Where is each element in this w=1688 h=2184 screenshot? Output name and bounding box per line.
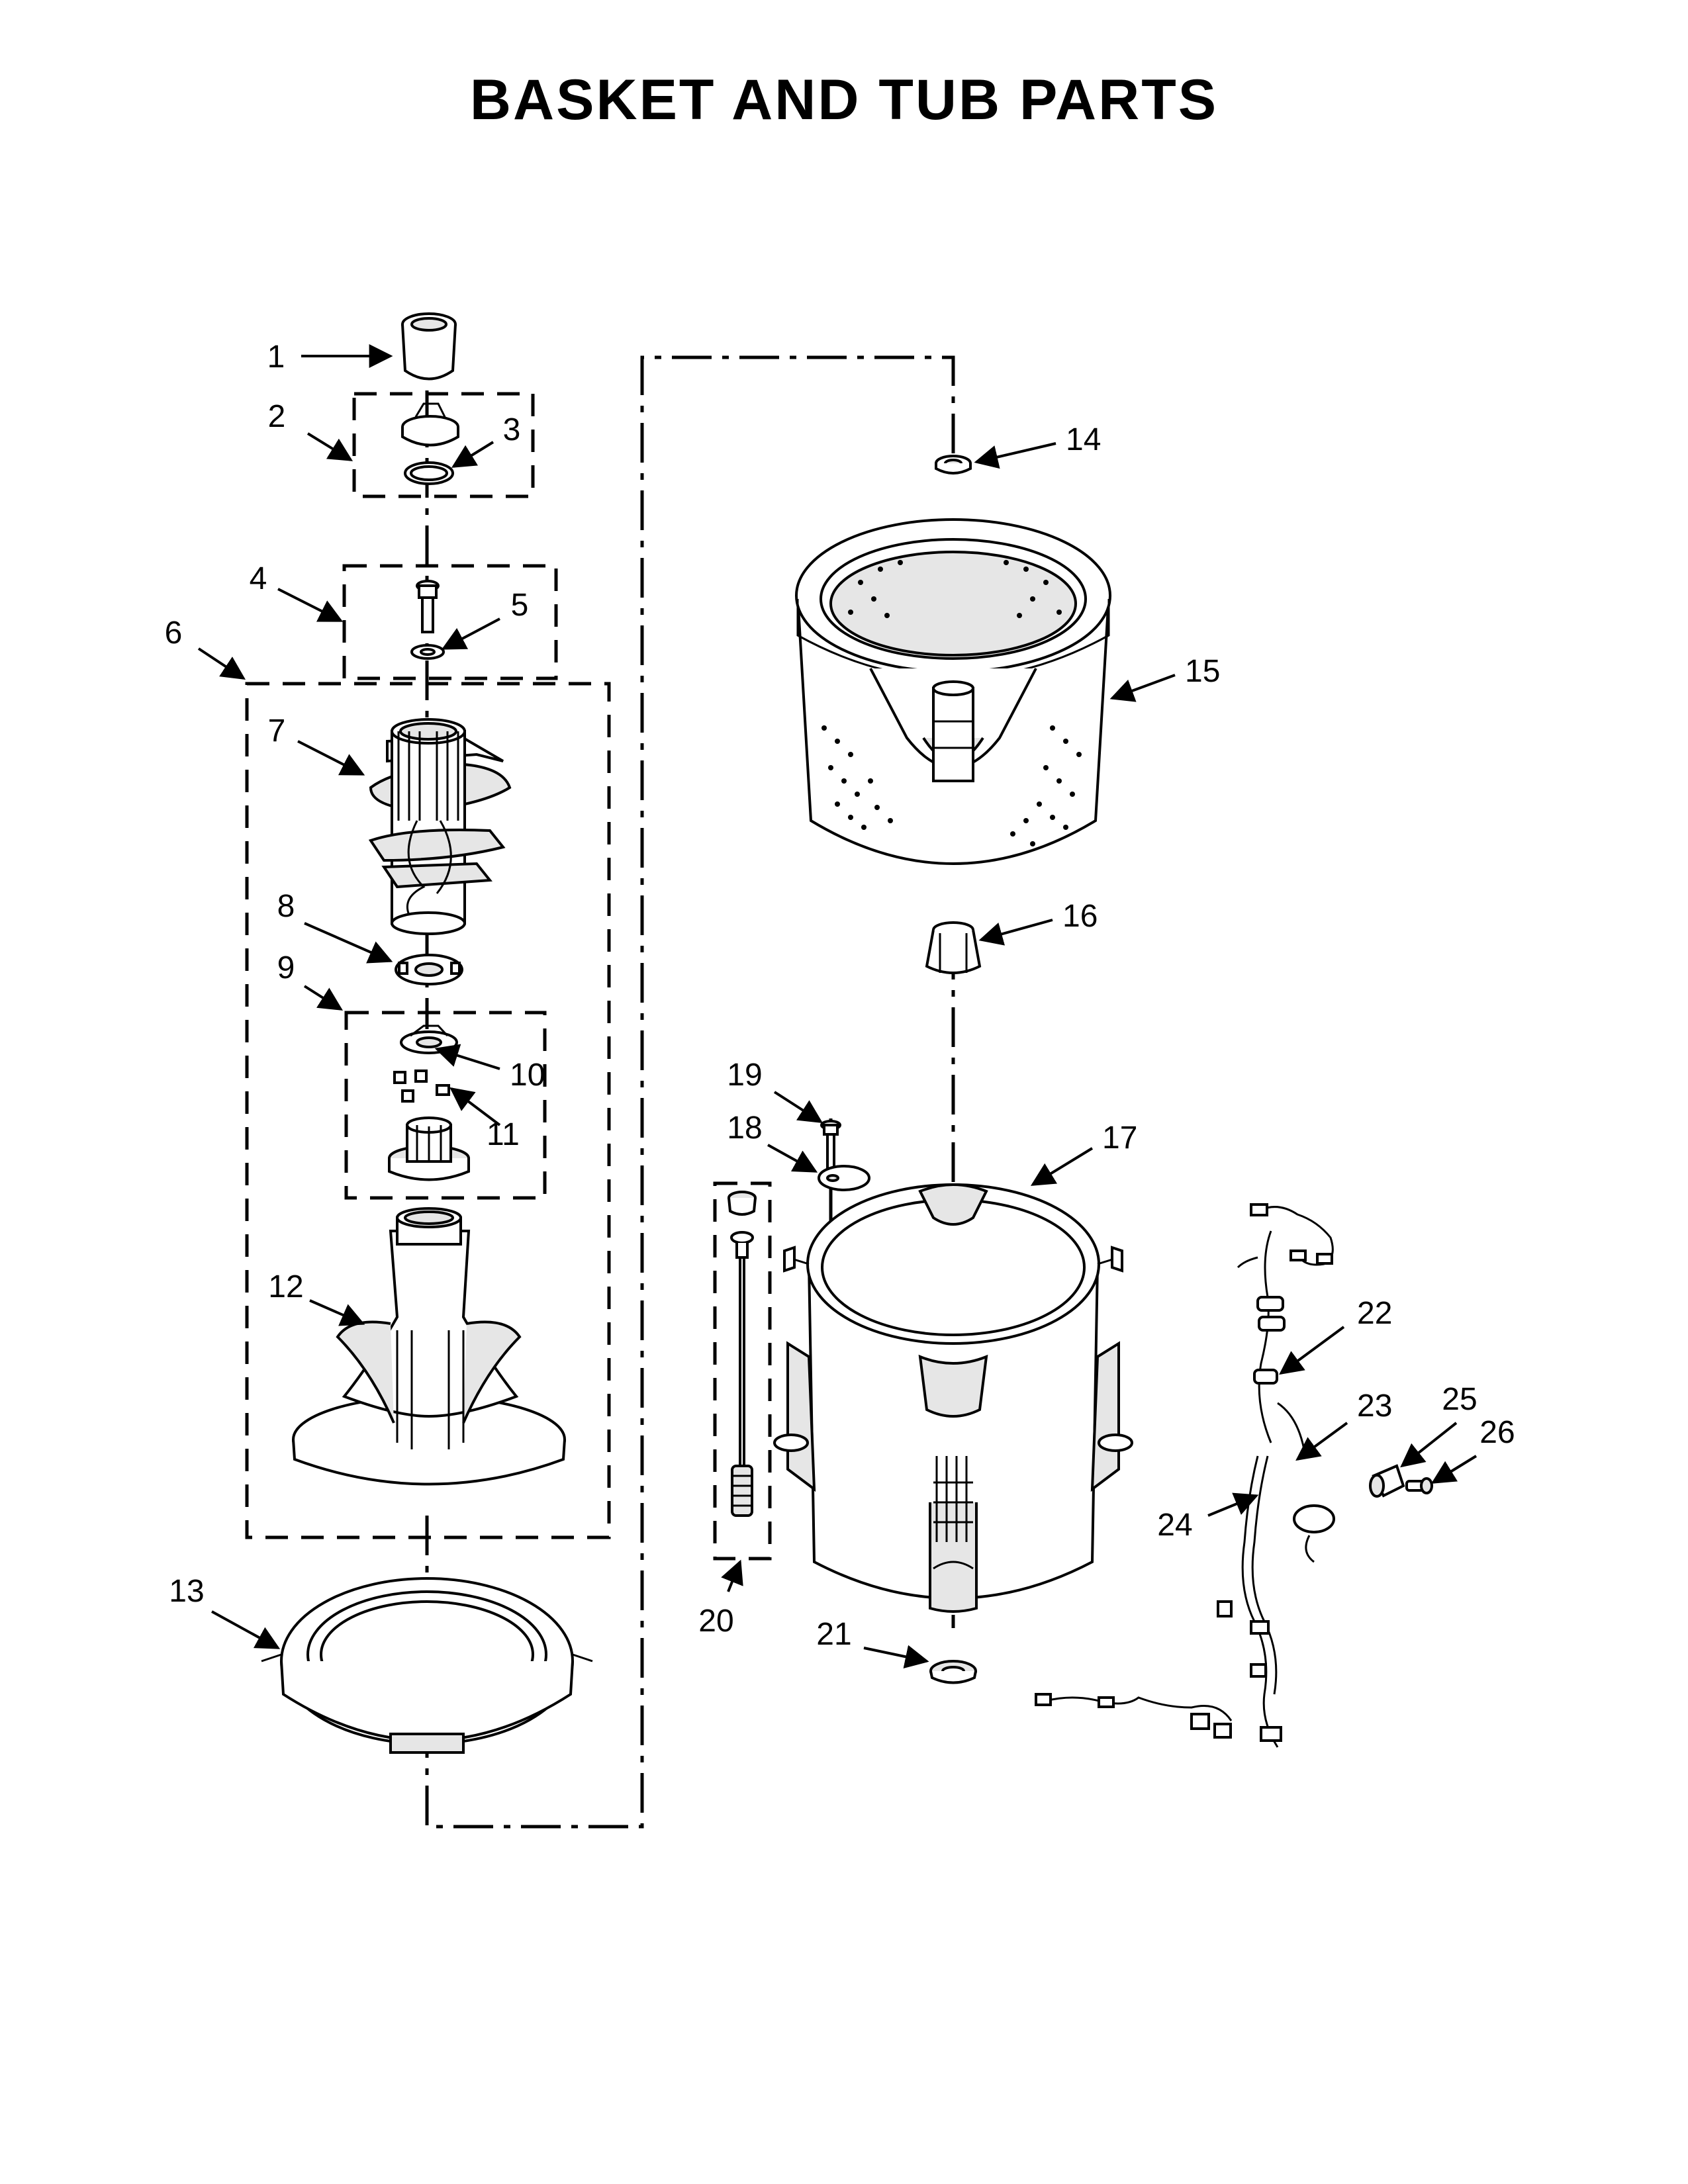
leader-19 bbox=[773, 1091, 823, 1123]
leader-16 bbox=[978, 919, 1053, 946]
callout-7: 7 bbox=[268, 713, 286, 749]
part-25-sensor bbox=[1369, 1464, 1405, 1498]
leader-2 bbox=[306, 432, 353, 461]
callout-25: 25 bbox=[1442, 1382, 1477, 1417]
part-2-seal bbox=[401, 402, 459, 447]
leader-5 bbox=[441, 617, 500, 650]
part-17-tub bbox=[773, 1183, 1133, 1613]
callout-20: 20 bbox=[698, 1604, 733, 1639]
leader-26 bbox=[1430, 1455, 1477, 1484]
callout-5: 5 bbox=[511, 588, 529, 623]
part-21-tub-seal bbox=[929, 1660, 977, 1684]
ring-clip bbox=[1293, 1504, 1335, 1563]
leader-10 bbox=[434, 1044, 500, 1070]
part-12-agitator-base bbox=[292, 1207, 566, 1486]
basket-perforations bbox=[821, 560, 1082, 846]
callout-23: 23 bbox=[1357, 1388, 1392, 1424]
leader-12 bbox=[309, 1299, 365, 1326]
callout-9: 9 bbox=[277, 950, 295, 985]
leader-15 bbox=[1109, 674, 1176, 702]
part-10-retainer bbox=[400, 1024, 458, 1054]
callout-8: 8 bbox=[277, 889, 295, 924]
callout-2: 2 bbox=[268, 399, 286, 434]
callout-10: 10 bbox=[510, 1058, 545, 1093]
part-14-hub-nut bbox=[935, 455, 972, 475]
callout-6: 6 bbox=[165, 615, 183, 651]
drive-block bbox=[388, 1116, 470, 1181]
part-26-screw bbox=[1405, 1477, 1433, 1494]
group-box-4 bbox=[342, 564, 558, 680]
leader-18 bbox=[767, 1144, 818, 1173]
part-16-hub bbox=[925, 921, 982, 974]
leader-3 bbox=[451, 441, 494, 468]
callout-24: 24 bbox=[1157, 1508, 1192, 1543]
callout-12: 12 bbox=[268, 1269, 303, 1304]
part-3-o-ring bbox=[404, 461, 454, 485]
callout-4: 4 bbox=[250, 561, 267, 596]
part-4-bolt bbox=[416, 580, 440, 633]
leader-4 bbox=[277, 588, 344, 622]
callout-16: 16 bbox=[1062, 899, 1098, 934]
callout-26: 26 bbox=[1479, 1415, 1515, 1450]
leader-9 bbox=[303, 985, 344, 1011]
part-11-dogs bbox=[393, 1069, 450, 1103]
leader-22 bbox=[1279, 1326, 1345, 1375]
leader-13 bbox=[211, 1610, 281, 1649]
callout-15: 15 bbox=[1185, 654, 1220, 689]
part-8-ring bbox=[395, 954, 463, 985]
leader-23 bbox=[1295, 1422, 1348, 1461]
leader-20 bbox=[721, 1559, 743, 1592]
callout-3: 3 bbox=[503, 412, 521, 447]
callout-19: 19 bbox=[727, 1058, 762, 1093]
leader-6 bbox=[197, 647, 246, 680]
part-13-balance-ring bbox=[261, 1577, 593, 1754]
leader-7 bbox=[297, 740, 365, 776]
callout-21: 21 bbox=[816, 1617, 851, 1652]
part-18-bracket bbox=[818, 1165, 870, 1191]
callout-14: 14 bbox=[1066, 422, 1101, 457]
part-15-basket bbox=[795, 518, 1111, 865]
leader-17 bbox=[1030, 1147, 1094, 1186]
leader-8 bbox=[304, 922, 393, 964]
part-20-suspension-rod bbox=[727, 1191, 757, 1517]
leader-11 bbox=[449, 1087, 501, 1126]
group-box-2 bbox=[352, 392, 535, 498]
page-title: BASKET AND TUB PARTS bbox=[470, 68, 1218, 132]
part-19-bolt bbox=[820, 1120, 841, 1172]
leader-14 bbox=[974, 442, 1056, 469]
callout-13: 13 bbox=[169, 1574, 204, 1609]
callout-17: 17 bbox=[1102, 1120, 1137, 1156]
callout-18: 18 bbox=[727, 1111, 762, 1146]
part-5-washer bbox=[410, 644, 445, 660]
leader-25 bbox=[1400, 1422, 1458, 1468]
leader-24 bbox=[1207, 1492, 1259, 1517]
callout-11: 11 bbox=[487, 1117, 520, 1152]
callout-1: 1 bbox=[267, 340, 285, 375]
callout-22: 22 bbox=[1357, 1296, 1392, 1331]
part-7-auger bbox=[368, 718, 512, 935]
leader-21 bbox=[863, 1645, 929, 1668]
group-box-9 bbox=[344, 1011, 547, 1200]
part-1-cap bbox=[401, 312, 457, 381]
